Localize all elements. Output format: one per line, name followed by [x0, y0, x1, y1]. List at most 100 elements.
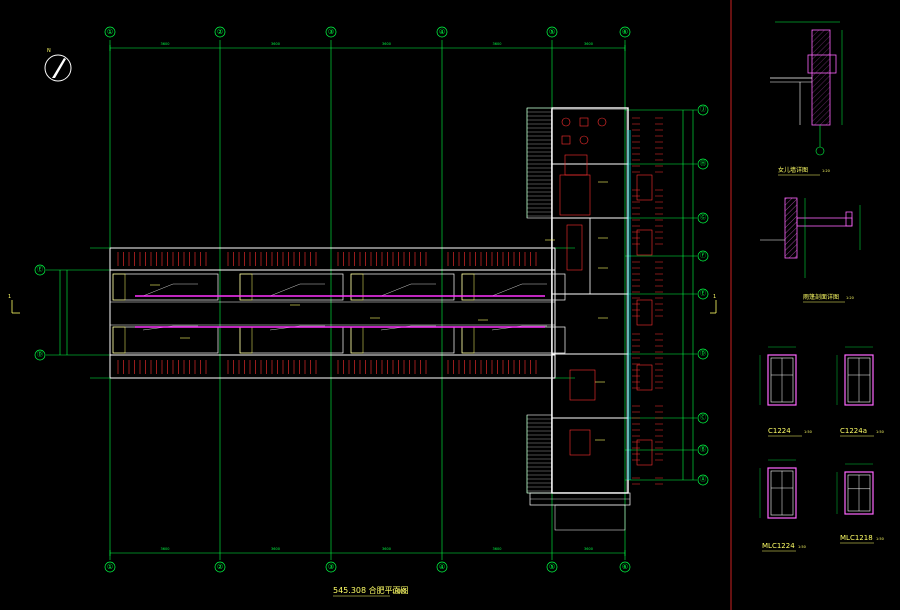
- furniture-item: [559, 174, 591, 216]
- fixture-square: [579, 117, 589, 127]
- corridor-column-mark: [112, 273, 126, 301]
- fixture-circle: [597, 117, 607, 127]
- row-axis-bubble: [697, 474, 709, 486]
- top-dimension-label: 3600: [584, 42, 593, 46]
- column-axis-label: ③: [328, 563, 334, 571]
- row-axis-label: Ⓑ: [700, 446, 706, 454]
- corridor-column-mark: [461, 273, 475, 301]
- column-axis-label: ③: [328, 28, 334, 36]
- top-dimension-label: 3600: [271, 547, 280, 551]
- plan-annotation-labels: [150, 181, 608, 441]
- corridor-slope-line: [142, 325, 198, 331]
- window-frame: [767, 467, 797, 519]
- plan-title-block: 545.308 合肥平面图 1:100: [333, 585, 409, 597]
- canopy-detail-scale: 1:20: [846, 296, 854, 300]
- top-dimension-label: 3600: [271, 42, 280, 46]
- window-frame: [844, 471, 874, 515]
- window-label: MLC1224: [762, 542, 795, 550]
- overall-dimension-lines: [59, 45, 694, 556]
- corridor-slope-line: [491, 283, 547, 297]
- row-axis-bubble: [697, 212, 709, 224]
- row-axis-label: Ⓕ: [700, 252, 706, 260]
- window-scale: 1:50: [876, 430, 884, 434]
- column-axis-bubble: [214, 26, 226, 38]
- row-axis-label: Ⓔ: [700, 290, 706, 298]
- furniture-item: [566, 224, 583, 271]
- window-frame: [767, 354, 797, 406]
- parapet-detail-title: 女儿墙详图: [778, 166, 808, 174]
- section-mark-left-label: 1: [8, 294, 11, 300]
- entrance-steps: [529, 492, 631, 531]
- column-axis-bubble: [325, 26, 337, 38]
- top-dimension-label: 3600: [161, 547, 170, 551]
- row-axis-label: Ⓓ: [37, 351, 43, 359]
- column-axis-bubble: [214, 561, 226, 573]
- top-dimension-label: 3600: [493, 42, 502, 46]
- column-axis-bubble: [325, 561, 337, 573]
- canopy-detail: 雨篷剖面详图 1:20: [760, 197, 861, 303]
- window-label: C1224: [768, 427, 791, 435]
- row-axis-bubble: [697, 250, 709, 262]
- fixture-circle: [561, 117, 571, 127]
- top-dimension-label: 3600: [161, 42, 170, 46]
- bed-item: [636, 364, 653, 391]
- stair-outline: [526, 107, 553, 219]
- row-axis-label: Ⓐ: [700, 476, 706, 484]
- parapet-detail: 女儿墙详图 1:20: [770, 21, 843, 176]
- column-axis-label: ④: [439, 28, 445, 36]
- column-axis-label: ⑤: [549, 563, 555, 571]
- section-mark-right-label: 1: [713, 294, 716, 300]
- parapet-detail-scale: 1:20: [822, 169, 830, 173]
- bed-item: [636, 174, 653, 201]
- stair-block: [526, 107, 553, 494]
- section-mark-right: 1: [710, 294, 717, 314]
- bed-item: [636, 229, 653, 256]
- furniture-item: [569, 429, 591, 456]
- fixture-square: [561, 135, 571, 145]
- corridor-column-mark: [239, 273, 253, 301]
- furniture-item: [569, 369, 596, 401]
- row-axis-bubble: [697, 104, 709, 116]
- top-dimension-label: 3600: [584, 547, 593, 551]
- corridor-slope-line: [380, 283, 436, 297]
- corridor-wing: [90, 247, 575, 379]
- corridor-slope-line: [142, 283, 198, 297]
- corridor-column-mark: [112, 326, 126, 354]
- corridor-slope-line: [269, 283, 325, 297]
- bed-item: [636, 439, 653, 466]
- column-axis-label: ⑥: [622, 563, 628, 571]
- beam-tick-marks: [117, 117, 663, 485]
- column-axis-bubble: [546, 26, 558, 38]
- window-scale: 1:50: [876, 537, 884, 541]
- column-axis-bubble: [546, 561, 558, 573]
- corridor-slope-line: [269, 325, 325, 331]
- plan-title: 545.308 合肥平面图: [333, 585, 409, 595]
- row-axis-bubble: [697, 288, 709, 300]
- window-label: MLC1218: [840, 534, 873, 542]
- column-axis-bubble: [104, 561, 116, 573]
- row-axis-label: Ⓙ: [700, 106, 706, 114]
- corridor-column-mark: [350, 273, 364, 301]
- column-axis-label: ④: [439, 563, 445, 571]
- column-axis-bubble: [104, 26, 116, 38]
- row-axis-label: Ⓗ: [700, 160, 706, 168]
- room-partitions: [551, 130, 631, 493]
- top-dimension-label: 3600: [493, 547, 502, 551]
- column-axis-label: ⑥: [622, 28, 628, 36]
- column-axis-bubble: [436, 561, 448, 573]
- room-furniture: [559, 117, 653, 466]
- canopy-detail-title: 雨篷剖面详图: [803, 293, 839, 301]
- window-scale: 1:50: [804, 430, 812, 434]
- window-label: C1224a: [840, 427, 867, 435]
- column-axis-bubble: [619, 561, 631, 573]
- window-frame: [844, 354, 874, 406]
- row-axis-label: Ⓔ: [37, 266, 43, 274]
- section-mark-left: 1: [8, 294, 20, 314]
- north-arrow-icon: N: [44, 48, 72, 82]
- row-axis-label: Ⓖ: [700, 214, 706, 222]
- svg-text:N: N: [47, 48, 51, 54]
- corridor-slope-line: [491, 325, 547, 331]
- corridor-slope-line: [380, 325, 436, 331]
